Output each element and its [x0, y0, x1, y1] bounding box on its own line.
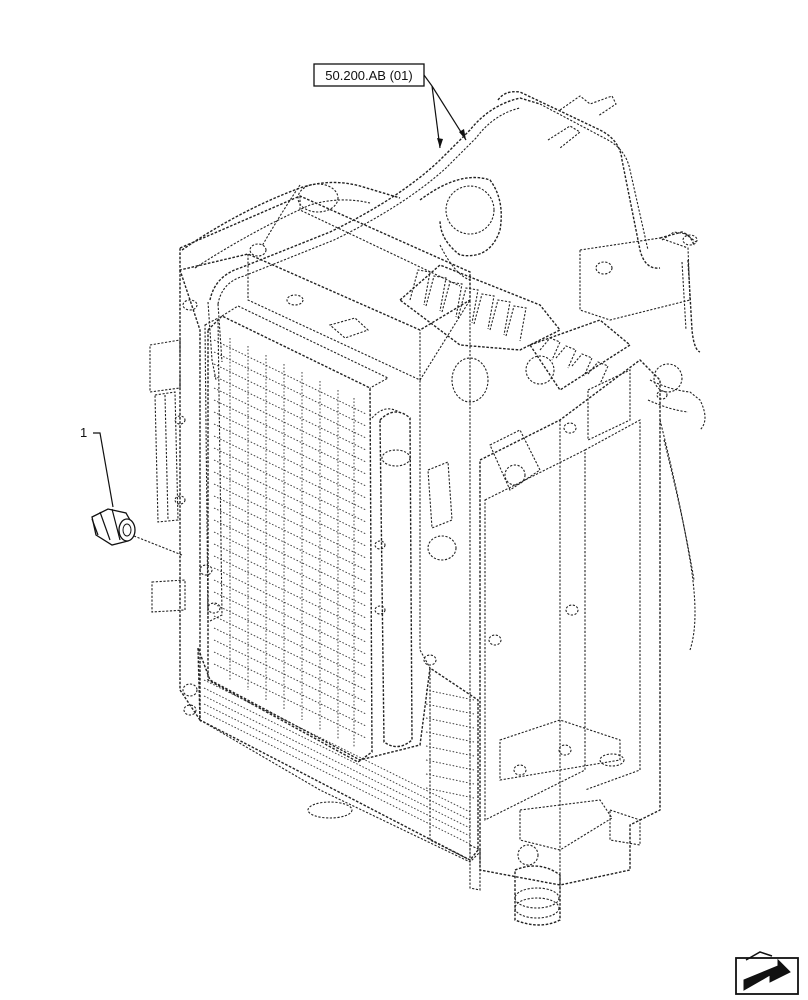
- reference-label[interactable]: 50.200.AB (01): [325, 68, 412, 83]
- condenser-fins: [213, 339, 367, 739]
- reference-box[interactable]: 50.200.AB (01): [313, 63, 425, 87]
- lower-tank-ribs: [539, 337, 609, 385]
- arrow-next-page-icon[interactable]: [735, 951, 799, 995]
- pressure-switch-part[interactable]: [91, 508, 183, 556]
- part-callout-1[interactable]: 1: [80, 425, 114, 508]
- reference-leader-lines: [423, 74, 467, 149]
- condenser-fin-columns: [229, 338, 355, 748]
- oil-cooler-fins: [203, 679, 475, 845]
- upper-tank-ribs: [409, 269, 527, 342]
- radiator-assembly: [149, 90, 706, 926]
- part-callout-number[interactable]: 1: [80, 425, 87, 440]
